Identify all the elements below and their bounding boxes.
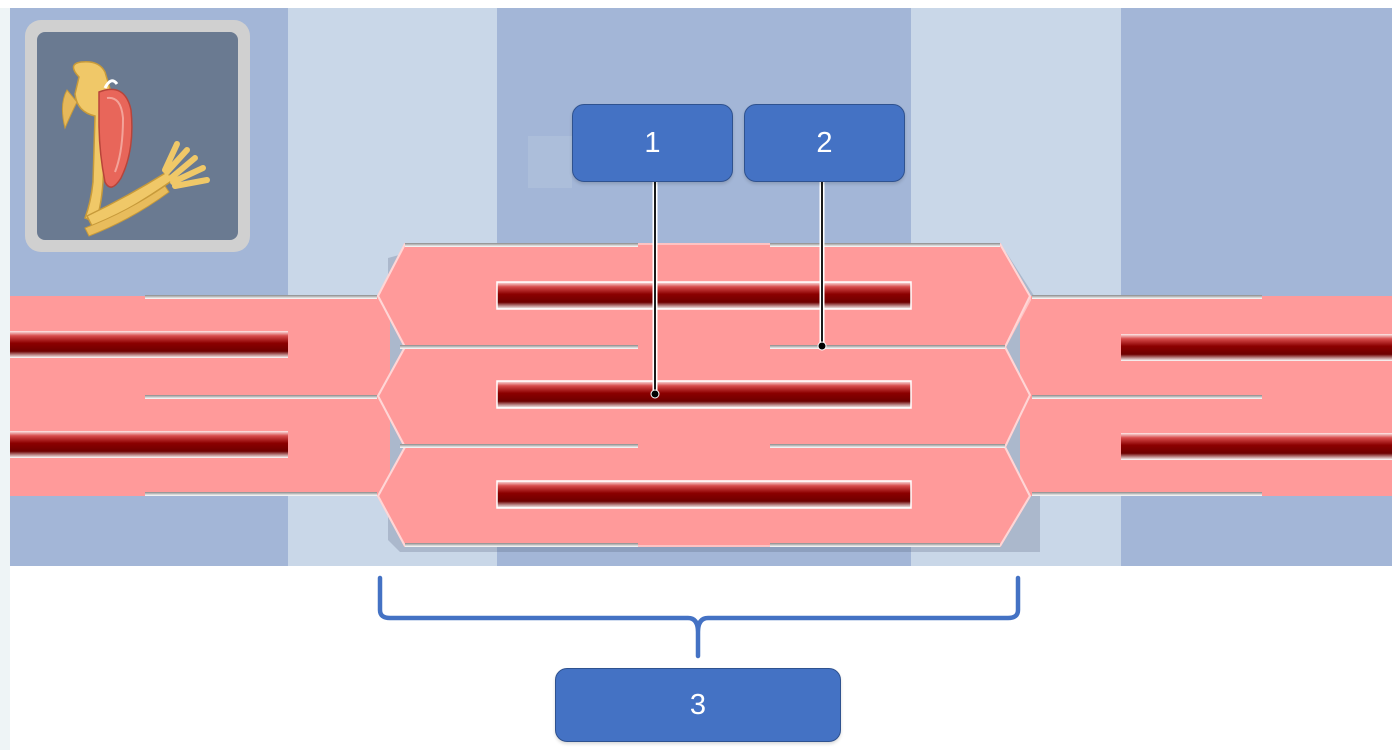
thin-filament [400, 345, 638, 349]
thin-filament [145, 295, 377, 299]
thin-filament [1032, 295, 1262, 299]
thin-filaments [145, 243, 1262, 547]
z-disc-right [999, 243, 1032, 547]
thin-filament [770, 345, 1005, 349]
thin-filament [400, 444, 638, 448]
thick-filaments [10, 281, 1392, 509]
label-box-1[interactable]: 1 [572, 104, 733, 182]
thin-filament [1032, 395, 1262, 399]
sarcomere-bracket [377, 575, 1021, 659]
thin-filament [405, 543, 638, 547]
leader-lines [650, 182, 827, 399]
thin-filament [770, 543, 1000, 547]
thick-filament [1121, 433, 1392, 460]
thick-filament [496, 380, 912, 409]
thick-filament [1121, 334, 1392, 361]
thin-filament [405, 243, 638, 247]
thin-filament [145, 395, 377, 399]
label-box-3[interactable]: 3 [555, 668, 841, 742]
thin-filament [770, 243, 1000, 247]
label-box-2[interactable]: 2 [744, 104, 905, 182]
arm-muscle-icon [37, 32, 238, 240]
thick-filament [496, 281, 912, 310]
thin-filament [1032, 492, 1262, 496]
arm-icon-frame [25, 20, 250, 252]
thin-filament [770, 444, 1005, 448]
thick-filament [10, 331, 288, 358]
thick-filament [496, 480, 912, 509]
z-disc-left [376, 243, 407, 547]
thin-filament [145, 492, 377, 496]
thick-filament [10, 431, 288, 458]
